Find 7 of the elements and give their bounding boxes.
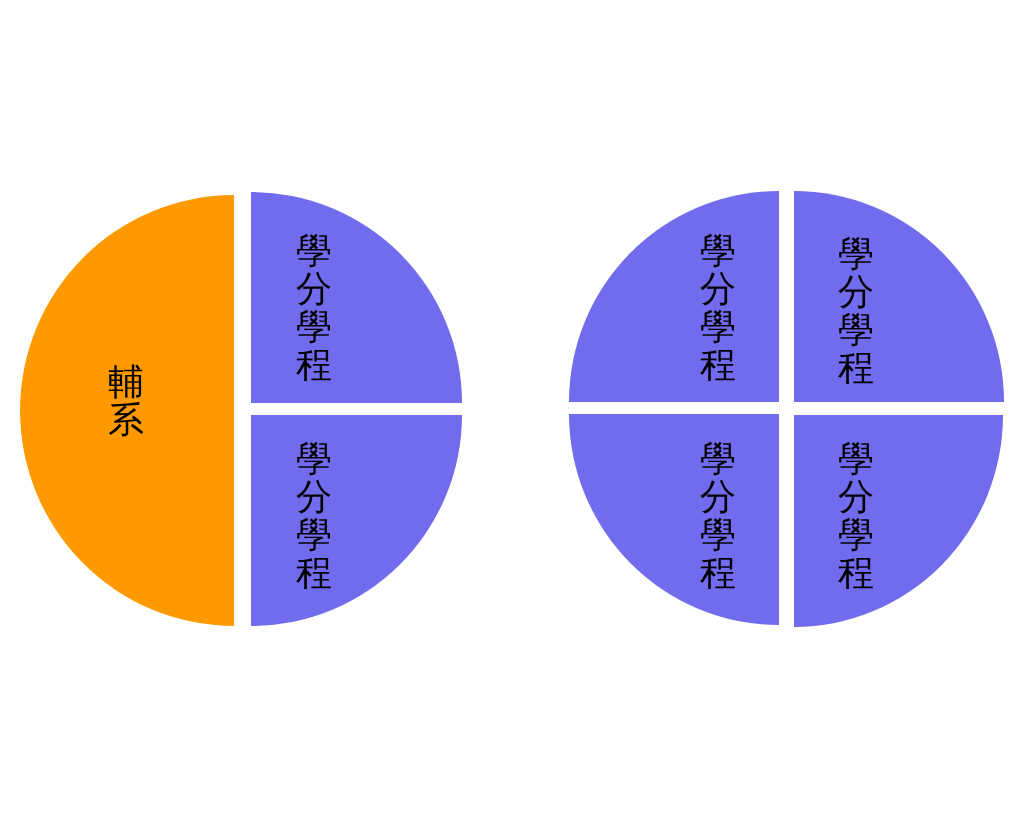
segment-label: 輔系	[108, 363, 144, 440]
segment-label: 學分學程	[296, 232, 332, 385]
segment-label: 學分學程	[296, 440, 332, 593]
segment-label: 學分學程	[838, 440, 874, 593]
segment-label: 學分學程	[838, 235, 874, 388]
segment-label: 學分學程	[700, 440, 736, 593]
segment-label: 學分學程	[700, 232, 736, 385]
